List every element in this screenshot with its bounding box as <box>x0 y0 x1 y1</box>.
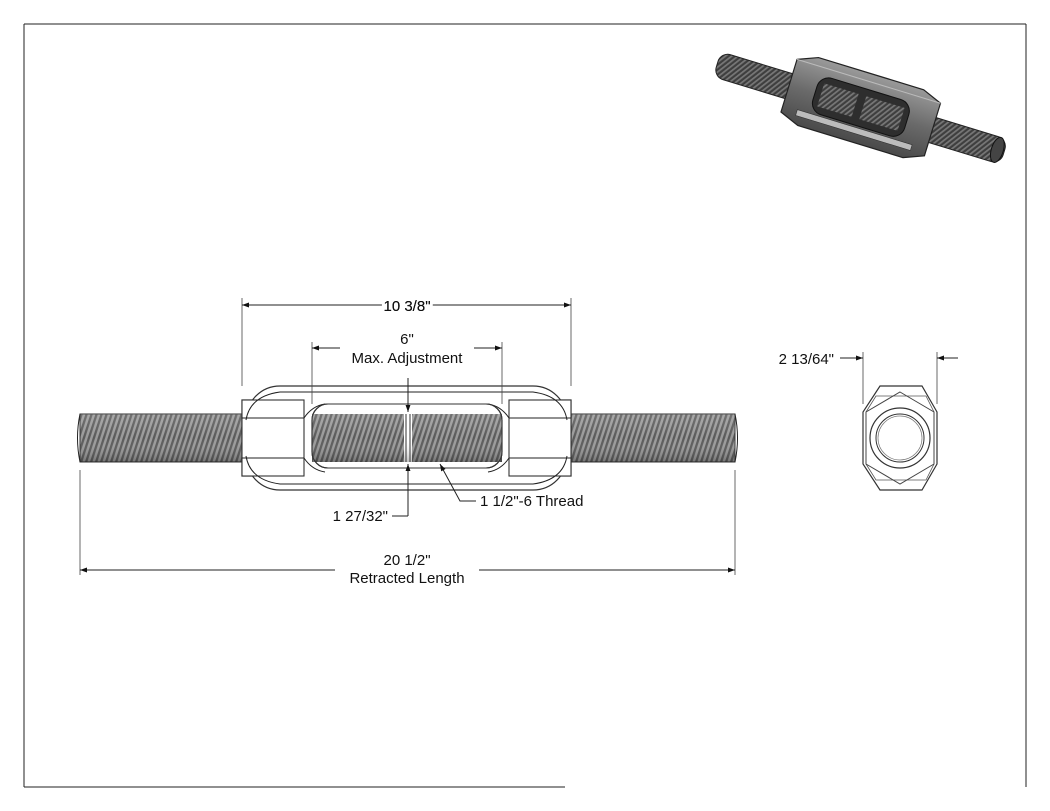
dim-max-adjustment-label: Max. Adjustment <box>352 350 464 367</box>
dim-max-adjustment-value: 6" <box>400 331 414 348</box>
turnbuckle-body <box>241 385 572 491</box>
front-view: 10 3/8" 10 3/8" 6" Max. Adjustment 1 27/… <box>77 295 738 588</box>
dim-body-length-label: 10 3/8" <box>383 298 430 315</box>
dim-across-flats: 2 13/64" <box>779 351 834 368</box>
dim-retracted-value: 20 1/2" <box>383 552 430 569</box>
sheet-border <box>23 23 1027 788</box>
isometric-render <box>715 53 1006 163</box>
dim-gap: 1 27/32" <box>333 508 388 525</box>
dim-thread: 1 1/2"-6 Thread <box>480 493 583 510</box>
dim-body-length: 10 3/8" <box>383 298 430 315</box>
dim-retracted-label: Retracted Length <box>349 570 464 587</box>
end-view: 2 13/64" <box>779 351 958 491</box>
